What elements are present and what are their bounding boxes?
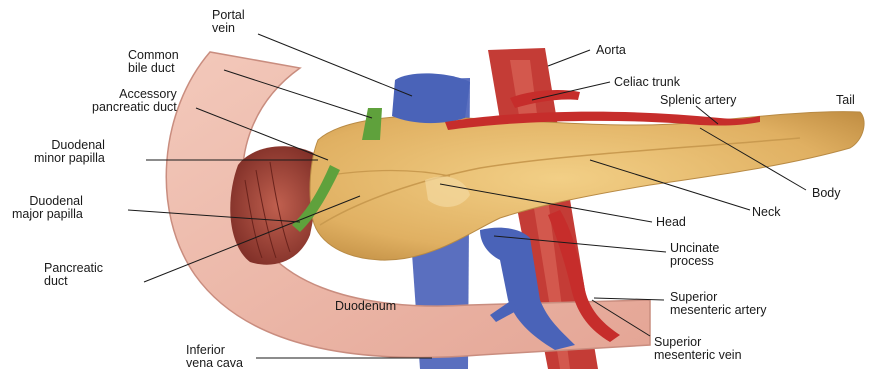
label-common-bile-duct: Common bile duct (128, 49, 179, 75)
label-uncinate-process: Uncinate process (670, 242, 719, 268)
label-head: Head (656, 216, 686, 229)
label-portal-vein: Portal vein (212, 9, 245, 35)
portal-vein (392, 73, 470, 123)
label-duodenal-minor-papilla-line2: minor papilla (34, 152, 105, 165)
label-pancreatic-duct-line2: duct (44, 275, 103, 288)
pancreas (310, 112, 864, 260)
label-inferior-vena-cava: Inferior vena cava (186, 344, 243, 369)
label-superior-mesenteric-artery: Superior mesenteric artery (670, 291, 767, 317)
label-uncinate-process-line2: process (670, 255, 719, 268)
label-aorta: Aorta (596, 44, 626, 57)
label-celiac-trunk: Celiac trunk (614, 76, 680, 89)
label-portal-vein-line2: vein (212, 22, 245, 35)
label-accessory-pancreatic-duct: Accessory pancreatic duct (92, 88, 177, 114)
label-body: Body (812, 187, 841, 200)
label-duodenum: Duodenum (335, 300, 396, 313)
label-inferior-vena-cava-line2: vena cava (186, 357, 243, 369)
label-superior-mesenteric-vein: Superior mesenteric vein (654, 336, 742, 362)
label-tail: Tail (836, 94, 855, 107)
label-duodenal-major-papilla-line2: major papilla (12, 208, 83, 221)
label-neck: Neck (752, 206, 780, 219)
label-pancreatic-duct: Pancreatic duct (44, 262, 103, 288)
common-bile-duct (362, 108, 382, 140)
label-duodenal-minor-papilla: Duodenal minor papilla (34, 139, 105, 165)
label-superior-mesenteric-vein-line2: mesenteric vein (654, 349, 742, 362)
label-duodenal-major-papilla: Duodenal major papilla (12, 195, 83, 221)
label-superior-mesenteric-artery-line2: mesenteric artery (670, 304, 767, 317)
label-accessory-pancreatic-duct-line2: pancreatic duct (92, 101, 177, 114)
label-common-bile-duct-line2: bile duct (128, 62, 179, 75)
label-splenic-artery: Splenic artery (660, 94, 736, 107)
